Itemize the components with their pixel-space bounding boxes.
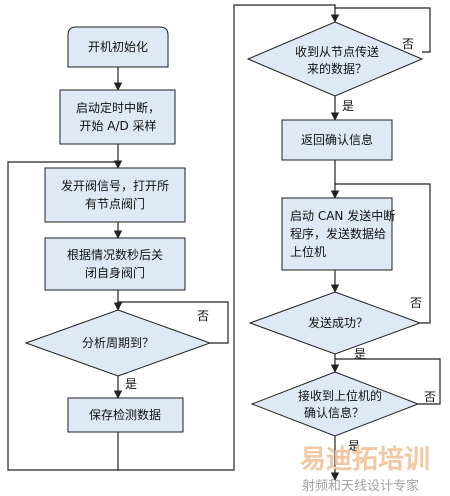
host-ack-check-label-line2: 确认信息？ [304,405,364,420]
label-yes-recv: 是 [342,99,354,113]
label-yes-period: 是 [125,377,137,391]
init-label: 开机初始化 [88,40,148,54]
can-send-label-line2: 程序，发送数据给 [290,226,386,241]
recv-check-label-line1: 收到从节点传送 [295,44,379,59]
close-valve-label-line1: 根据情况数秒后关 [67,247,163,262]
label-yes-hostack: 是 [348,439,360,453]
node-send-ok-check: 发送成功？ [248,291,422,355]
save-data-label: 保存检测数据 [89,407,161,422]
edge-sendok-no-loop [335,183,431,324]
host-ack-check-label-line1: 接收到上位机的 [298,388,382,403]
node-period-check: 分析周期到？ [24,309,212,377]
label-no-hostack: 否 [424,390,436,404]
can-send-label-line1: 启动 CAN 发送中断 [290,208,395,223]
node-ack: 返回确认信息 [281,119,393,161]
timer-box [59,89,176,145]
init-shape [67,26,169,68]
host-ack-check-diamond [250,371,420,437]
save-data-box [67,397,184,433]
node-host-ack-check: 接收到上位机的 确认信息？ [250,371,420,437]
node-save-data: 保存检测数据 [67,397,184,433]
label-yes-sendok: 是 [354,347,366,361]
ack-label: 返回确认信息 [301,132,373,147]
edge-period-no-loop [118,301,229,344]
connectors [7,4,441,481]
node-close-valve: 根据情况数秒后关 闭自身阀门 [44,237,186,291]
node-init: 开机初始化 [67,26,169,68]
timer-label-line2: 开始 A/D 采样 [79,118,156,133]
open-valves-label-line2: 有节点阀门 [85,196,145,211]
send-ok-check-diamond [248,291,422,355]
node-open-valves: 发开阀信号，打开所 有节点阀门 [44,167,186,223]
period-check-label: 分析周期到？ [82,336,154,350]
edge-save-loop [7,160,123,471]
period-check-diamond [24,309,212,377]
can-send-box [281,197,393,271]
send-ok-check-label: 发送成功？ [308,315,368,330]
close-valve-label-line2: 闭自身阀门 [85,265,145,280]
ack-box [281,119,393,161]
edge-save-to-right [118,4,340,471]
recv-check-diamond [246,21,424,97]
node-recv-check: 收到从节点传送 来的数据？ [246,21,424,97]
open-valves-box [44,167,186,223]
watermark-main: 易迪拓培训 [300,445,430,475]
label-no-period: 否 [197,309,209,323]
watermark: 易迪拓培训 射频和天线设计专家 [300,445,430,494]
label-no-recv: 否 [402,37,414,51]
node-timer: 启动定时中断， 开始 A/D 采样 [59,89,176,145]
label-no-sendok: 否 [410,296,422,310]
close-valve-box [44,237,186,291]
edge-recv-no-loop [335,7,431,53]
timer-label-line1: 启动定时中断， [76,100,160,115]
can-send-label-line3: 上位机 [290,244,326,259]
edge-hostack-no-loop [335,358,441,405]
watermark-sub: 射频和天线设计专家 [302,478,419,494]
open-valves-label-line1: 发开阀信号，打开所 [61,178,169,193]
node-can-send: 启动 CAN 发送中断 程序，发送数据给 上位机 [281,197,395,271]
recv-check-label-line2: 来的数据？ [307,61,367,76]
